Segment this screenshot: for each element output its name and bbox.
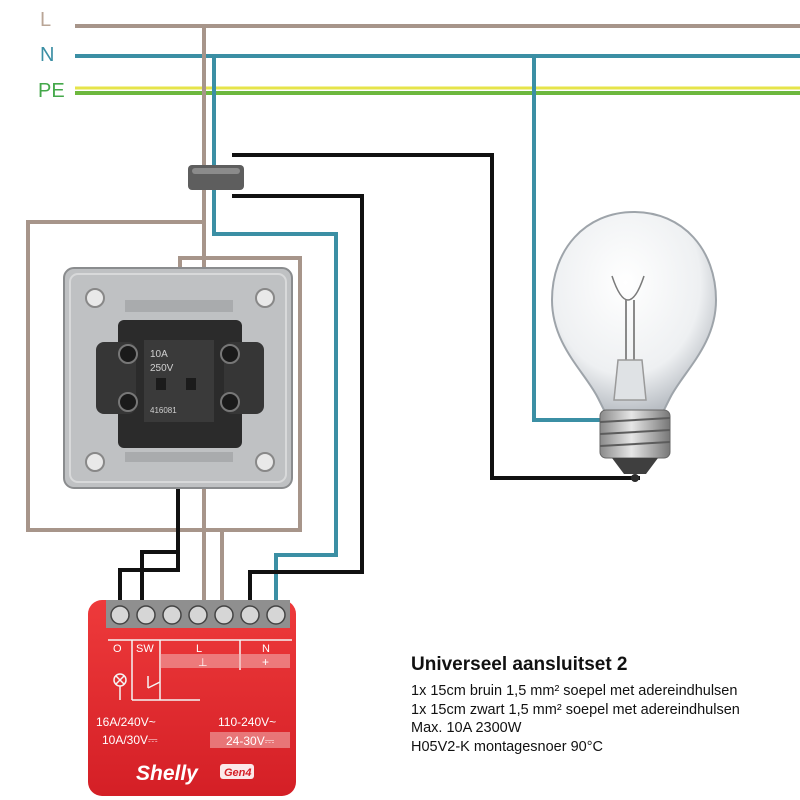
kit-spec-line: Max. 10A 2300W: [411, 720, 522, 736]
relay-terminal-sw: SW: [136, 643, 154, 655]
relay-supply-dc: 24-30V⎓: [226, 734, 275, 748]
relay-terminal-l: L: [196, 643, 202, 655]
switch-part-number: 416081: [150, 406, 177, 415]
earth-rail: [75, 86, 800, 95]
relay-rating-dc: 10A/30V⎓: [102, 733, 158, 747]
live-rail-label: L: [40, 9, 52, 31]
earth-rail-label: PE: [38, 80, 65, 102]
neutral-rail-label: N: [40, 44, 55, 66]
relay-rating-ac: 16A/240V~: [96, 715, 156, 729]
kit-spec-line: 1x 15cm zwart 1,5 mm² soepel met aderein…: [411, 701, 740, 718]
relay-generation: Gen4: [224, 767, 252, 779]
kit-spec-line: 1x 15cm bruin 1,5 mm² soepel met aderein…: [411, 683, 738, 699]
relay-plus-symbol: +: [262, 655, 269, 669]
light-bulb: [550, 210, 718, 482]
switch-rating-current: 10A: [150, 349, 168, 360]
wall-switch: 10A 250V 416081: [63, 267, 293, 489]
switch-rating-voltage: 250V: [150, 363, 174, 374]
wire-sleeve: [188, 165, 244, 190]
neutral-wiring: [212, 56, 608, 600]
relay-ground-symbol: ⊥: [198, 657, 208, 669]
relay-terminal-o: O: [113, 643, 122, 655]
relay-supply-ac: 110-240V~: [218, 715, 276, 729]
kit-description: Universeel aansluitset 2 1x 15cm bruin 1…: [411, 654, 796, 756]
shelly-relay: O SW L N ⊥ + 16A/240V~ 10A/30V⎓ 110-240V…: [88, 600, 296, 796]
kit-title: Universeel aansluitset 2: [411, 654, 628, 675]
kit-spec-line: H05V2-K montagesnoer 90°C: [411, 738, 603, 755]
relay-brand-logo: Shelly: [136, 762, 199, 785]
relay-terminal-n: N: [262, 643, 270, 655]
